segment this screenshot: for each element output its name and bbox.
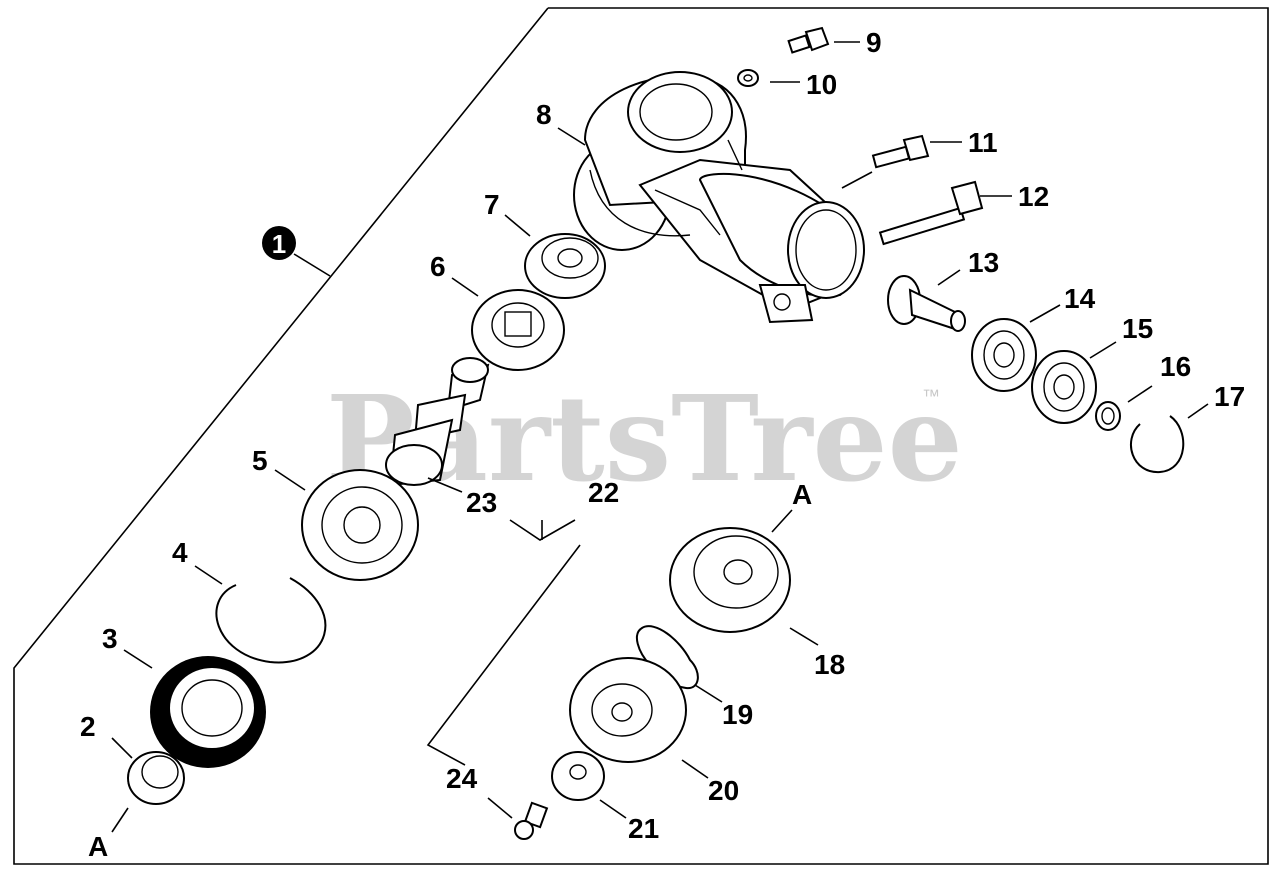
part-15-bearing[interactable]	[1031, 350, 1097, 424]
part-9-bolt[interactable]	[787, 26, 830, 54]
reference-letter-a-cover: A	[792, 479, 812, 510]
part-3-oil-seal[interactable]	[150, 656, 266, 768]
callout-15[interactable]: 15	[1122, 313, 1153, 344]
callout-21[interactable]: 21	[628, 813, 659, 844]
callout-6[interactable]: 6	[430, 251, 446, 282]
part-17-snap-ring[interactable]	[1130, 415, 1185, 474]
callout-22[interactable]: 22	[588, 477, 619, 508]
callout-23[interactable]: 23	[466, 487, 497, 518]
callout-12[interactable]: 12	[1018, 181, 1049, 212]
callout-8[interactable]: 8	[536, 99, 552, 130]
callout-16[interactable]: 16	[1160, 351, 1191, 382]
part-13-pinion-shaft[interactable]	[887, 275, 966, 332]
callout-18[interactable]: 18	[814, 649, 845, 680]
callout-20[interactable]: 20	[708, 775, 739, 806]
part-24-bolt[interactable]	[514, 801, 549, 840]
part-10-washer[interactable]	[737, 69, 759, 87]
part-23-splined-shaft[interactable]	[385, 357, 490, 487]
leader-lines	[111, 41, 1209, 833]
part-19-gasket[interactable]	[635, 625, 699, 690]
callout-4[interactable]: 4	[172, 537, 188, 568]
callout-9[interactable]: 9	[866, 27, 882, 58]
callout-3[interactable]: 3	[102, 623, 118, 654]
callout-labels: 2 3 4 5 6 7 8 9 10 11 12 13 14 15 16 17 …	[80, 27, 1245, 844]
part-11-bolt[interactable]	[871, 134, 930, 169]
part-18-gear-cover[interactable]	[669, 527, 791, 633]
callout-7[interactable]: 7	[484, 189, 500, 220]
part-8-gear-housing[interactable]	[573, 71, 865, 324]
part-14-bearing[interactable]	[971, 318, 1037, 392]
watermark-trademark: ™	[922, 386, 940, 406]
callout-10[interactable]: 10	[806, 69, 837, 100]
assembly-boundary	[13, 7, 1269, 865]
callout-5[interactable]: 5	[252, 445, 268, 476]
callout-2[interactable]: 2	[80, 711, 96, 742]
part-16-ring[interactable]	[1095, 401, 1121, 431]
callout-24[interactable]: 24	[446, 763, 478, 794]
part-4-circlip[interactable]	[215, 577, 327, 664]
part-2-bushing[interactable]	[127, 751, 185, 805]
part-12-long-bolt[interactable]	[878, 180, 984, 246]
callout-17[interactable]: 17	[1214, 381, 1245, 412]
callout-19[interactable]: 19	[722, 699, 753, 730]
part-7-bearing[interactable]	[524, 233, 606, 299]
callout-14[interactable]: 14	[1064, 283, 1096, 314]
callout-13[interactable]: 13	[968, 247, 999, 278]
part-5-ball-bearing[interactable]	[301, 469, 419, 581]
assembly-callout-circle[interactable]	[262, 226, 296, 260]
assembly-callout-label[interactable]: 1	[272, 229, 286, 259]
part-20-washer-plate[interactable]	[569, 657, 687, 763]
callout-11[interactable]: 11	[968, 127, 998, 158]
part-21-spacer[interactable]	[551, 751, 605, 801]
part-6-bevel-gear[interactable]	[471, 289, 565, 371]
reference-letter-a-bottom: A	[88, 831, 108, 862]
